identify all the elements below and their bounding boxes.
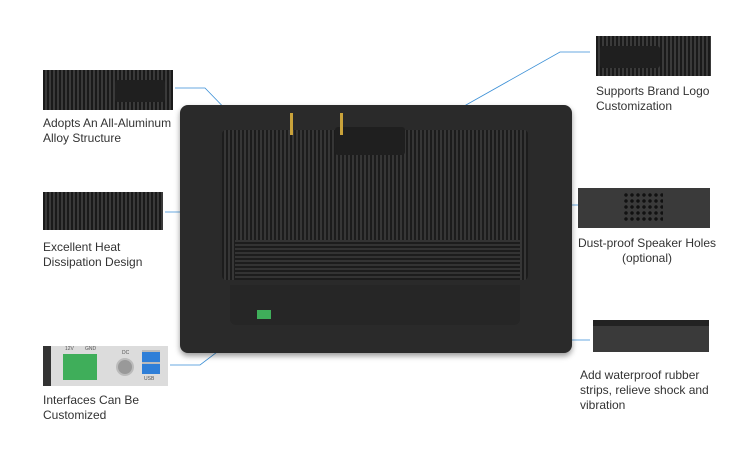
callout-interfaces: Interfaces Can Be Customized [43, 393, 140, 422]
lower-fins [235, 240, 520, 280]
label-gnd: GND [85, 346, 97, 352]
speaker-line-2: (optional) [621, 251, 673, 265]
antenna-2 [340, 113, 343, 135]
heat-thumb [43, 192, 163, 230]
label-12v: 12V [65, 346, 74, 352]
terminal-block [63, 354, 97, 380]
callout-heat: Excellent Heat Dissipation Design [43, 240, 143, 269]
callout-logo: Supports Brand Logo Customization [596, 84, 710, 113]
callout-rubber: Add waterproof rubber strips, relieve sh… [580, 368, 709, 412]
bottom-panel [230, 285, 520, 325]
usb-ports [142, 350, 160, 374]
panel-pc-back [180, 105, 572, 353]
label-dc: DC [122, 350, 130, 356]
callout-aluminum: Adopts An All-Aluminum Alloy Structure [43, 116, 172, 145]
dc-jack [116, 358, 134, 376]
logo-thumb [596, 36, 711, 76]
aluminum-thumb [43, 70, 173, 110]
callout-speaker: Dust-proof Speaker Holes (optional) [572, 236, 722, 266]
logo-plate [335, 127, 405, 155]
speaker-line-1: Dust-proof Speaker Holes [577, 236, 717, 250]
label-usb: USB [144, 376, 155, 382]
power-terminal [257, 310, 271, 319]
speaker-thumb [578, 188, 710, 228]
antenna-1 [290, 113, 293, 135]
rubber-thumb [593, 320, 709, 352]
interfaces-thumb: 12V GND DC USB [43, 346, 168, 386]
